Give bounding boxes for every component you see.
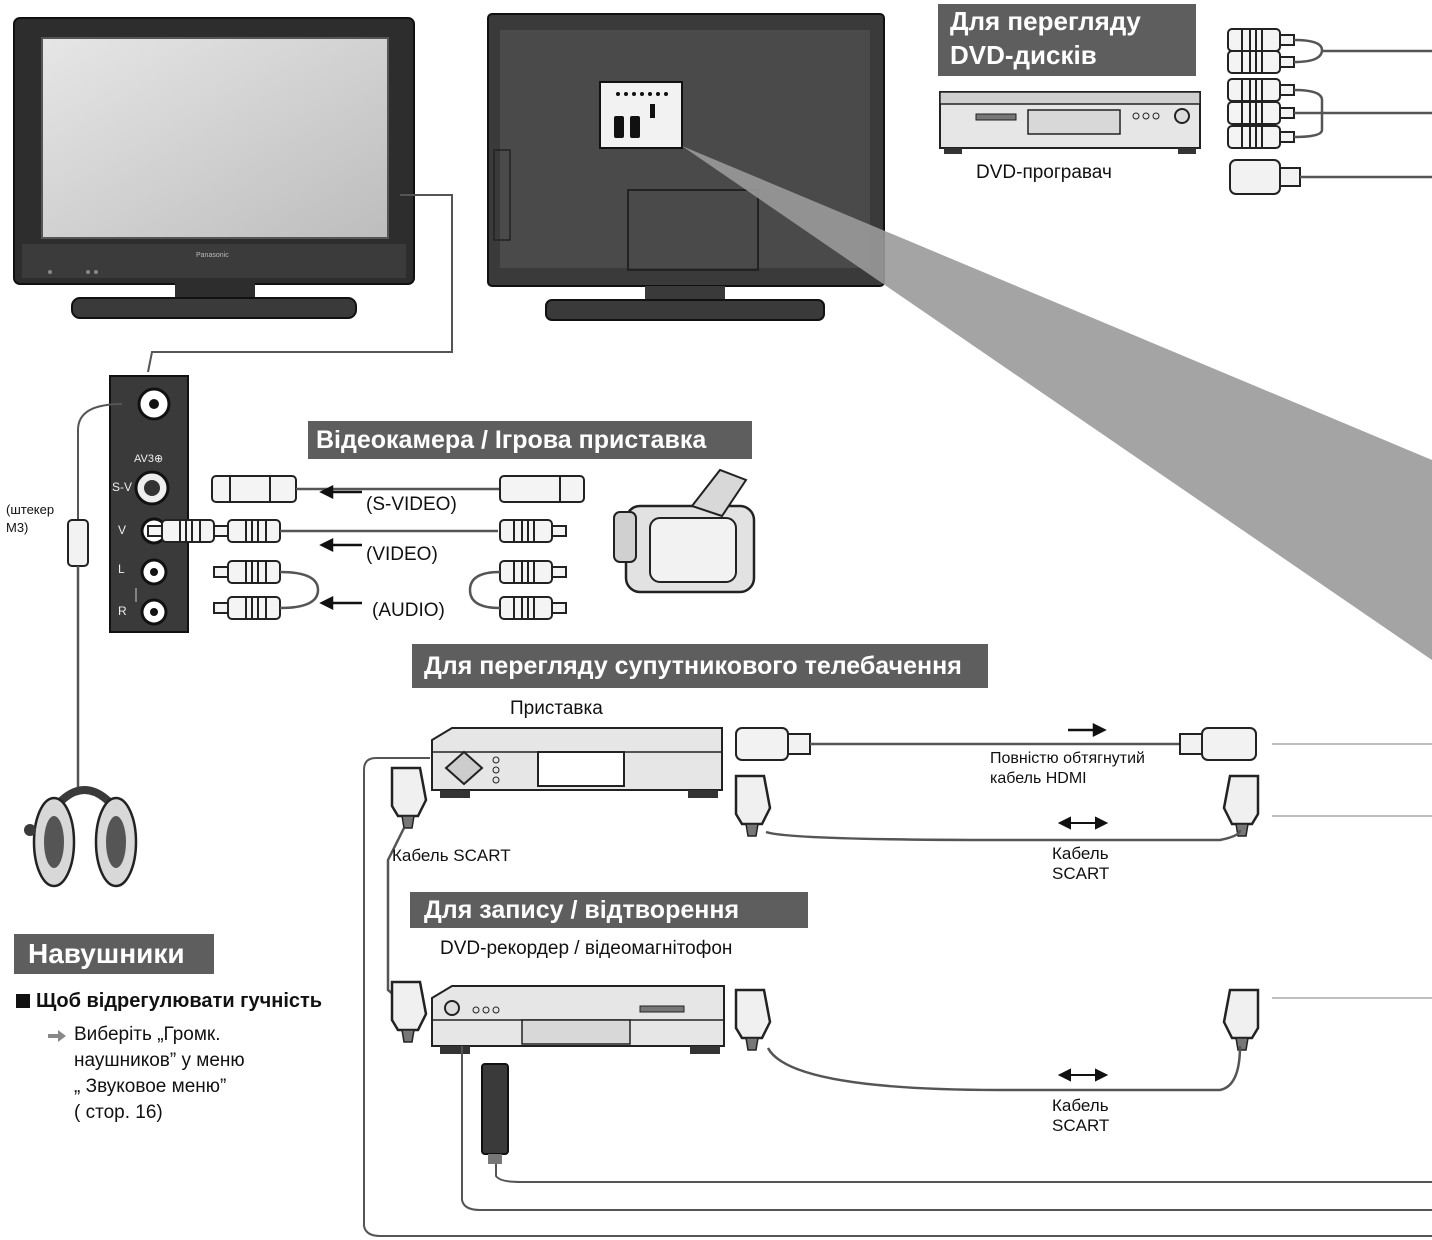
banner-dvd-line1: Для переглядy (950, 6, 1141, 36)
hdmi-cable-label-1: Повністю обтягнутий (990, 750, 1145, 767)
hdmi-cable-label-2: кабель HDMI (990, 770, 1087, 787)
video-label: (VIDEO) (366, 544, 438, 565)
s-video-label: (S-VIDEO) (366, 494, 457, 515)
scart-cable-2-label-2: SCART (1052, 1116, 1110, 1135)
tv-rear-illustration (487, 13, 1432, 660)
banner-dvd-line2: DVD-дисків (950, 40, 1097, 70)
banner-dvd-viewing: Для переглядy DVD-дисків (938, 4, 1196, 76)
jack-sv-label: S-V (112, 480, 133, 494)
side-av-panel (109, 375, 189, 633)
av-cables (147, 475, 585, 620)
tv-front-illustration (13, 17, 415, 319)
camcorder-illustration (613, 468, 756, 594)
dvd-cable-plugs (1227, 28, 1432, 195)
dvd-recorder-illustration (431, 985, 725, 1054)
jack-r-label: R (118, 604, 127, 618)
banner-satellite: Для перегляду супутникового телебачення (412, 644, 988, 688)
jack-av3-label: AV3⊕ (134, 453, 164, 465)
scart-cable-1-label-2: SCART (1052, 864, 1110, 883)
volume-line-4: ( стор. 16) (74, 1102, 163, 1123)
volume-line-3: „ Звуковое меню” (74, 1076, 227, 1097)
jack-l-label: L (118, 562, 125, 576)
plug-m3-label-1: (штекер (6, 502, 55, 517)
jack-v-label: V (118, 523, 127, 537)
banner-headphones: Навушники (14, 934, 214, 974)
set-top-box-label: Приставка (510, 698, 603, 719)
dvd-player-label: DVD-програвач (976, 162, 1112, 183)
scart-cable-left-label: Кабель SCART (392, 846, 511, 865)
banner-record-playback: Для запису / відтворення (410, 892, 808, 928)
banner-camcorder-game: Відеокамера / Ігрова приставка (308, 421, 752, 459)
plug-m3-label-2: М3) (6, 520, 29, 535)
scart-cable-1-label-1: Кабель (1052, 844, 1109, 863)
volume-heading: Щоб відрегулювати гучність (36, 990, 323, 1012)
scart-cable-2-label-1: Кабель (1052, 1096, 1109, 1115)
volume-line-1: Виберіть „Громк. (74, 1024, 221, 1045)
recorder-label: DVD-рекордер / відеомагнітофон (440, 938, 733, 959)
headphones-illustration (24, 786, 138, 888)
audio-label: (AUDIO) (372, 600, 445, 621)
tv-brand-label: Panasonic (196, 252, 229, 259)
volume-line-2: наушников” у меню (74, 1050, 245, 1071)
dvd-player-illustration (939, 91, 1201, 154)
set-top-box-illustration (431, 727, 723, 798)
